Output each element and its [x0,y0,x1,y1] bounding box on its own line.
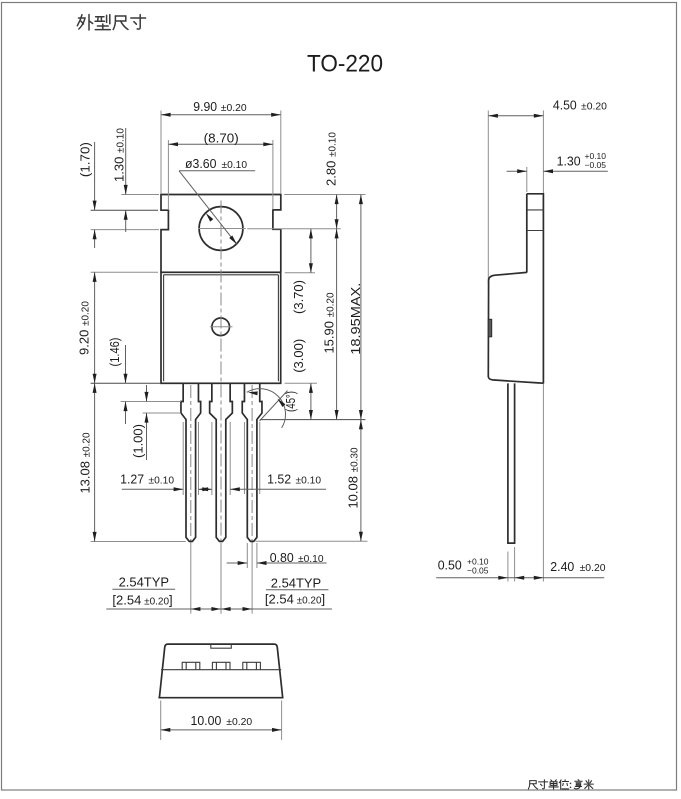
svg-text:+0.10: +0.10 [467,557,489,567]
svg-text:0.50: 0.50 [438,557,462,572]
svg-text:(1.46): (1.46) [107,338,122,367]
svg-text:−0.05: −0.05 [467,566,489,576]
svg-text:±0.20: ±0.20 [221,103,247,114]
svg-text:1.30: 1.30 [557,154,581,169]
svg-text:±0.20: ±0.20 [580,563,606,574]
svg-text:TO-220: TO-220 [307,51,383,78]
svg-text:13.08 ±0.20: 13.08 ±0.20 [78,432,93,494]
svg-text:+0.10: +0.10 [585,151,607,161]
svg-text:4.50: 4.50 [553,98,577,113]
svg-text:[2.54 ±0.20]: [2.54 ±0.20] [112,593,172,608]
svg-text:1.30 ±0.10: 1.30 ±0.10 [111,128,126,182]
svg-text:2.54TYP: 2.54TYP [119,575,169,590]
svg-text:−0.05: −0.05 [585,160,607,170]
svg-text:18.95MAX.: 18.95MAX. [348,283,363,355]
svg-text:±0.20: ±0.20 [581,101,607,112]
svg-text:0.80: 0.80 [270,550,294,565]
svg-text:2.40: 2.40 [550,559,574,574]
svg-text:(1.00): (1.00) [131,424,146,458]
svg-text:1.27: 1.27 [120,472,144,487]
svg-text:2.54TYP: 2.54TYP [271,576,321,591]
svg-text:(8.70): (8.70) [204,131,239,146]
svg-text:2.80 ±0.10: 2.80 ±0.10 [323,132,338,186]
svg-text:±0.10: ±0.10 [296,476,322,487]
svg-text:ø3.60: ø3.60 [185,156,217,171]
svg-text:[2.54 ±0.20]: [2.54 ±0.20] [265,592,325,607]
svg-text:(45°): (45°) [283,391,298,412]
svg-text:1.52: 1.52 [267,472,291,487]
svg-text:9.90: 9.90 [193,99,217,114]
svg-text:(1.70): (1.70) [78,142,93,177]
svg-text:±0.10: ±0.10 [298,554,324,565]
svg-text:(3.70): (3.70) [291,280,306,314]
svg-text:9.20 ±0.20: 9.20 ±0.20 [76,301,91,355]
svg-text:10.08 ±0.30: 10.08 ±0.30 [346,447,361,509]
svg-text:(3.00): (3.00) [291,339,306,373]
svg-text:15.90 ±0.20: 15.90 ±0.20 [322,292,337,354]
svg-text:±0.20: ±0.20 [226,717,252,728]
svg-text:10.00: 10.00 [191,713,222,728]
svg-text:±0.10: ±0.10 [222,160,248,171]
svg-text:±0.10: ±0.10 [149,476,175,487]
